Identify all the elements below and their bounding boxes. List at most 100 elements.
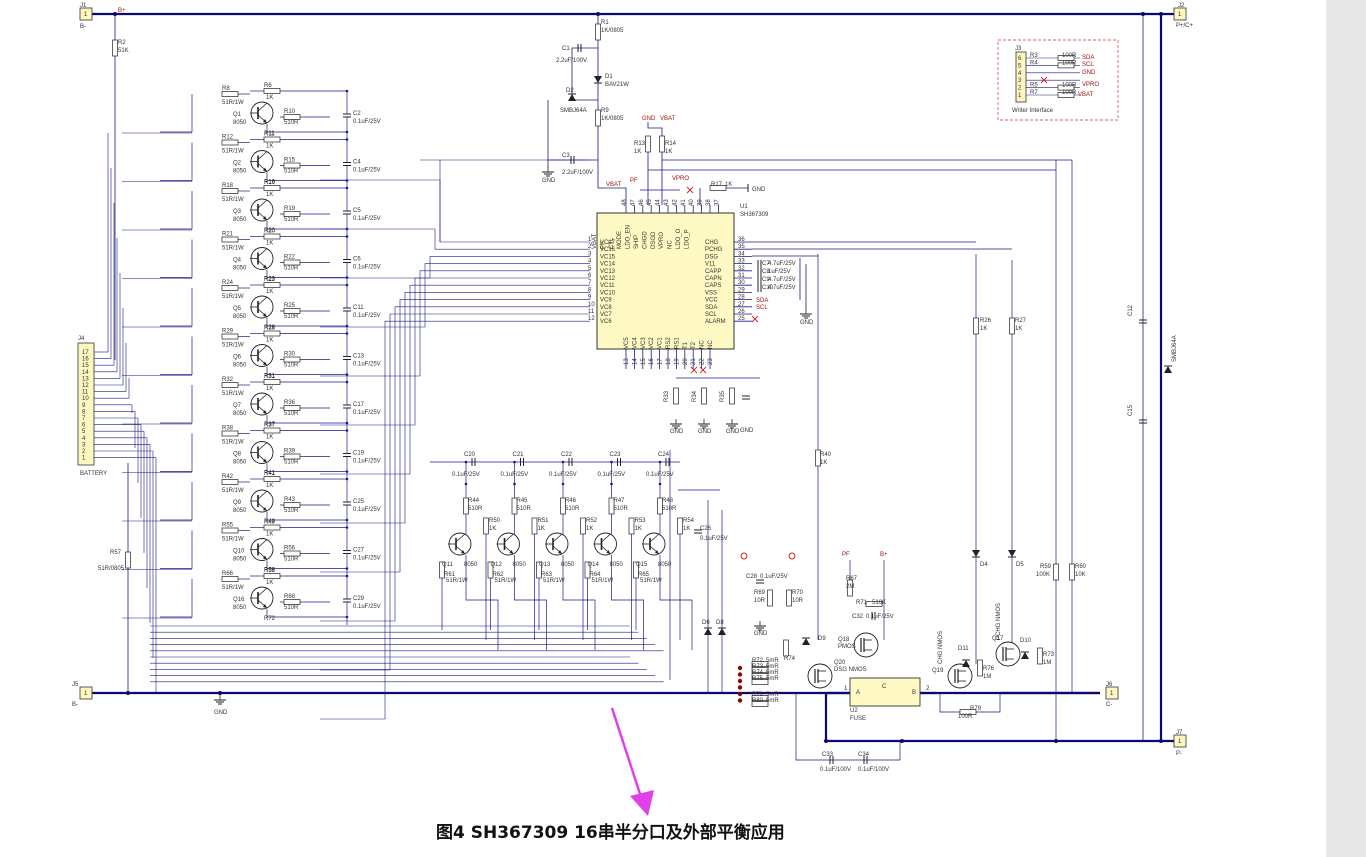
label-cap-right: C7 <box>762 261 770 267</box>
chip-pin-number-bottom: 14 <box>632 358 638 365</box>
chip-pin-left: VC7 <box>600 312 612 318</box>
resistor-r55 <box>221 527 239 534</box>
junction-dot <box>596 12 600 16</box>
capacitor-right-1 <box>757 268 762 276</box>
capacitor-c22 <box>568 458 573 466</box>
resistor-r62 <box>487 561 494 579</box>
chip-pin-number-top: 47 <box>630 199 636 206</box>
junction-dot <box>345 380 349 384</box>
label-q19: Q19 <box>932 668 944 674</box>
value-d3: SMBJ64A <box>1172 335 1178 362</box>
net-label-gnd-top: GND <box>642 116 656 122</box>
chip-pin-top: CTL <box>609 237 615 249</box>
value-low-rt: 510R <box>565 506 580 512</box>
value-r57: 51R/0805 <box>98 566 125 572</box>
value-r76: 1M <box>983 674 991 680</box>
diode-d6 <box>704 627 712 635</box>
chip-pin-left: VC11 <box>600 283 615 289</box>
capacitor-c15 <box>1139 419 1147 424</box>
chip-pin-left: VC6 <box>600 319 612 325</box>
chip-pin-number-left: 6 <box>588 273 592 279</box>
label-gnd-r33: GND <box>670 429 684 435</box>
label-j6: J6 <box>1106 682 1113 688</box>
label-r11: R11 <box>264 131 275 137</box>
transistor-lead <box>257 151 268 160</box>
ground-r34 <box>698 419 710 429</box>
junction-dot <box>561 460 565 464</box>
chip-pin-number-left: 4 <box>588 259 592 265</box>
value-d2: SMBJ64A <box>560 108 587 114</box>
label-writer-interface: Writer Interface <box>1012 108 1054 114</box>
label-j7-pminus: P- <box>1176 751 1182 757</box>
chip-pin-top: VBAT <box>592 233 598 249</box>
label-gnd-c18: GND <box>740 428 754 434</box>
no-connect-stroke <box>690 366 698 374</box>
value-transistor: 8050 <box>233 169 247 175</box>
junction-dot <box>345 227 349 231</box>
value-rt: 1K <box>266 386 273 392</box>
label-c28: C28 <box>746 574 758 580</box>
label-gnd-r17: GND <box>752 187 766 193</box>
label-r28: R28 <box>264 325 276 331</box>
connector-j4 <box>77 342 95 466</box>
value-low-rt: 510R <box>662 506 677 512</box>
chip-pin-number-bottom: 16 <box>649 358 655 365</box>
no-connect-mark <box>751 315 759 323</box>
label-q20: Q20 <box>834 660 846 666</box>
resistor-r22 <box>283 259 301 266</box>
value-sense: 5mR <box>766 676 779 682</box>
label-r47: R47 <box>614 498 626 504</box>
diode-body <box>1008 550 1016 557</box>
label-c32: C32 <box>852 614 864 620</box>
label-sense: R74 <box>752 670 764 676</box>
resistor-r26 <box>973 317 979 335</box>
value-low-cap: 0.1uF/25V <box>598 472 626 478</box>
label-j5-bminus: B- <box>72 702 78 708</box>
diode-d8 <box>718 627 726 635</box>
chip-pin-top: LDO_P <box>684 229 690 249</box>
label-c13: C13 <box>353 354 365 360</box>
label-r60: R60 <box>1075 564 1087 570</box>
resistor-r54 <box>677 517 683 535</box>
mosfet-body <box>807 663 833 689</box>
transistor-q11 <box>448 532 472 556</box>
chip-pin-number-right: 26 <box>738 309 745 315</box>
label-c5: C5 <box>353 208 361 214</box>
label-r6: R6 <box>264 83 272 89</box>
chip-pin-right: SCL <box>705 312 717 318</box>
transistor-lead <box>257 539 268 548</box>
value-cap: 0.1uF/25V <box>353 604 381 610</box>
connector-pin-number: 1 <box>1178 12 1182 18</box>
resistor-r59 <box>1053 563 1059 581</box>
value-rt: 1K <box>266 483 273 489</box>
diode-body <box>1164 366 1172 373</box>
resistor-r64 <box>584 561 591 579</box>
wire <box>795 693 901 761</box>
net-label-vbat-top: VBAT <box>660 116 676 122</box>
value-q14: 8050 <box>610 562 624 568</box>
wire <box>320 263 590 328</box>
label-r43: R43 <box>284 497 296 503</box>
connector-pin-number: 1 <box>84 691 88 697</box>
wire <box>160 239 193 278</box>
transistor-q5 <box>250 295 274 319</box>
label-q8: Q8 <box>233 452 242 458</box>
chip-pin-right: CAPN <box>705 276 722 282</box>
scrollbar-track[interactable] <box>1326 0 1366 857</box>
label-r23: R23 <box>264 277 276 283</box>
chip-pin-number-top: 38 <box>706 199 712 206</box>
chip-pin-number-top: 45 <box>647 199 653 206</box>
resistor-r23 <box>263 282 281 288</box>
value-rc: 510R <box>284 557 299 563</box>
chip-pin-number-top: 46 <box>639 199 645 206</box>
value-rc: 510R <box>284 266 299 272</box>
transistor-lead <box>257 490 268 500</box>
chip-pin-number-left: 5 <box>588 266 592 272</box>
wire <box>571 47 598 101</box>
capacitor-c23 <box>617 458 621 466</box>
value-rc: 510R <box>284 508 299 514</box>
junction-dot <box>345 615 349 619</box>
value-cap: 0.1uF/25V <box>353 168 381 174</box>
mosfet-body <box>947 663 973 689</box>
connector-j4-pin: 7 <box>82 416 86 422</box>
